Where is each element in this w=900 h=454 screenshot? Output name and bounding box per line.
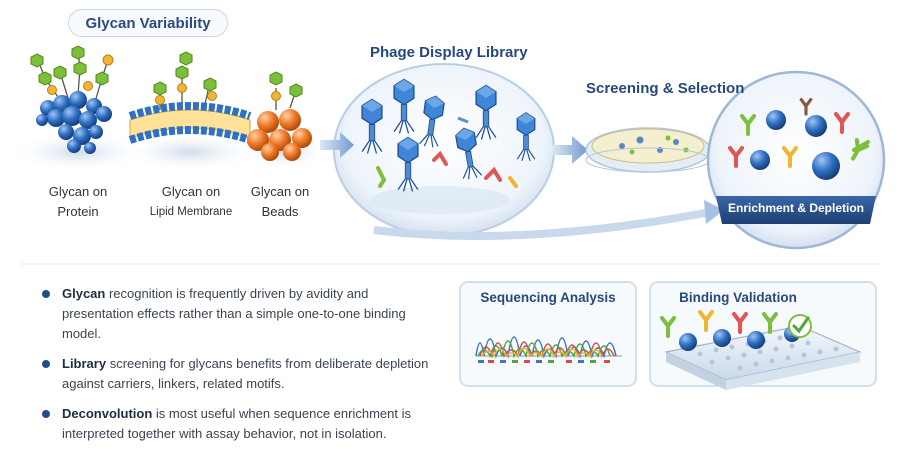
label-glycan-on-protein: Glycan on Protein (48, 184, 108, 219)
flow-arrow (552, 136, 588, 164)
return-arrow (373, 208, 711, 240)
diagram-canvas (8, 45, 886, 390)
key-point-item: Library screening for glycans benefits f… (42, 354, 442, 394)
label-glycan-on-lipid-membrane: Glycan on Lipid Membrane (149, 184, 233, 218)
glycan-on-lipid-membrane-illustration (128, 51, 252, 144)
binding-validation-title: Binding Validation (679, 290, 797, 305)
bullet-dot (42, 360, 50, 368)
chromatogram (475, 336, 622, 363)
petri-dish (585, 127, 711, 173)
enriched-phage (728, 97, 870, 180)
phage-display-library-title: Phage Display Library (370, 44, 528, 61)
enrichment-banner (716, 196, 876, 224)
glycan-on-protein-illustration (30, 45, 114, 154)
return-arrow-head (704, 200, 724, 224)
key-points-list: Glycan recognition is frequently driven … (42, 284, 442, 454)
key-point-item: Glycan recognition is frequently driven … (42, 284, 442, 344)
binder-fragments (376, 116, 518, 188)
enrichment-depletion-label: Enrichment & Depletion (727, 201, 864, 215)
bullet-dot (42, 290, 50, 298)
glycan-variability-tag: Glycan Variability (68, 9, 228, 37)
diagram: Glycan Variability Glycan on Protein Gly… (8, 9, 886, 441)
screening-selection-title: Screening & Selection (586, 80, 745, 97)
well-plate (660, 310, 862, 390)
label-glycan-on-beads: Glycan on Beads (250, 184, 310, 219)
bullet-dot (42, 410, 50, 418)
shadow (8, 132, 148, 172)
key-point-item: Deconvolution is most useful when sequen… (42, 404, 442, 444)
sequencing-analysis-title: Sequencing Analysis (480, 290, 616, 305)
shadow (120, 132, 260, 172)
flow-arrow (320, 132, 354, 158)
glycan-on-beads-illustration (247, 71, 312, 161)
shadow (370, 186, 510, 214)
